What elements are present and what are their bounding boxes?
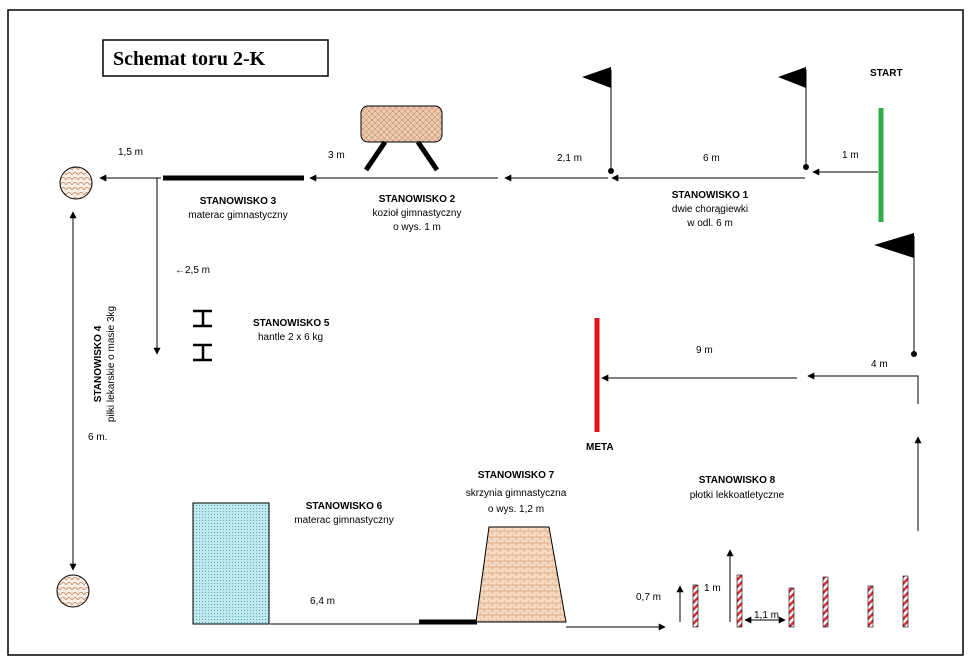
dist-down-run: ←2,5 m xyxy=(175,265,210,276)
hurdle-icon xyxy=(736,574,743,628)
station-1-line-2: w odl. 6 m xyxy=(686,218,733,229)
station-1-line-1: dwie chorągiewki xyxy=(672,204,748,215)
dist-box-to-hurdles: 0,7 m xyxy=(636,592,661,603)
station-1-title: STANOWISKO 1 xyxy=(672,190,749,201)
hurdle-icon xyxy=(822,576,829,628)
dist-horse-to-mat: 3 m xyxy=(328,150,345,161)
dist-mat6-to-box: 6,4 m xyxy=(310,596,335,607)
hurdle-icon xyxy=(867,585,874,628)
flag-icon xyxy=(874,233,917,357)
station-2-line-2: o wys. 1 m xyxy=(393,222,441,233)
station-3-line-1: materac gimnastyczny xyxy=(188,210,287,221)
medicine-ball-icon xyxy=(59,166,93,200)
station-8-line-1: płotki lekkoatletyczne xyxy=(690,490,785,501)
dist-right-turn: 4 m xyxy=(871,359,888,370)
vaulting-box xyxy=(475,526,567,623)
dumbbell-icon xyxy=(193,309,212,328)
flag-icon xyxy=(778,67,809,170)
station-5-line-1: hantle 2 x 6 kg xyxy=(258,332,323,343)
mat-station-6 xyxy=(192,502,270,625)
title-box: Schemat toru 2-K xyxy=(102,39,329,77)
page-frame xyxy=(7,9,964,656)
flag-icon xyxy=(582,67,614,174)
dist-flag-to-horse: 2,1 m xyxy=(557,153,582,164)
dist-hurdle-height: 1 m xyxy=(704,583,721,594)
finish-label: META xyxy=(586,442,614,453)
station-2-line-1: kozioł gimnastyczny xyxy=(373,208,462,219)
medicine-ball-icon xyxy=(56,574,90,608)
dist-to-finish: 9 m xyxy=(696,345,713,356)
station-4-title: STANOWISKO 4 xyxy=(93,325,104,402)
station-7-line-2: o wys. 1,2 m xyxy=(488,504,544,515)
page-title: Schemat toru 2-K xyxy=(113,48,266,70)
station-4-line-1: piłki lekarskie o masie 3kg xyxy=(106,306,117,422)
dist-hurdle-spacing: 1,1 m xyxy=(754,610,779,621)
hurdle-icon xyxy=(788,587,795,628)
station-6-title: STANOWISKO 6 xyxy=(306,501,383,512)
station-8-title: STANOWISKO 8 xyxy=(699,475,776,486)
dumbbell-icon xyxy=(193,343,212,362)
start-label: START xyxy=(870,68,903,79)
route-right-turn xyxy=(807,372,919,404)
dist-flag-to-flag: 6 m xyxy=(703,153,720,164)
dist-start-to-flag: 1 m xyxy=(842,150,859,161)
dist-mat-to-ball: 1,5 m xyxy=(118,147,143,158)
station-7-line-1: skrzynia gimnastyczna xyxy=(466,488,567,499)
station-5-title: STANOWISKO 5 xyxy=(253,318,330,329)
vaulting-horse xyxy=(360,105,443,172)
dist-ball-to-ball: 6 m. xyxy=(88,432,107,443)
station-7-title: STANOWISKO 7 xyxy=(478,470,555,481)
station-2-title: STANOWISKO 2 xyxy=(379,194,456,205)
hurdle-icon xyxy=(692,584,699,628)
station-6-line-1: materac gimnastyczny xyxy=(294,515,393,526)
station-3-title: STANOWISKO 3 xyxy=(200,196,277,207)
hurdle-icon xyxy=(902,575,909,628)
